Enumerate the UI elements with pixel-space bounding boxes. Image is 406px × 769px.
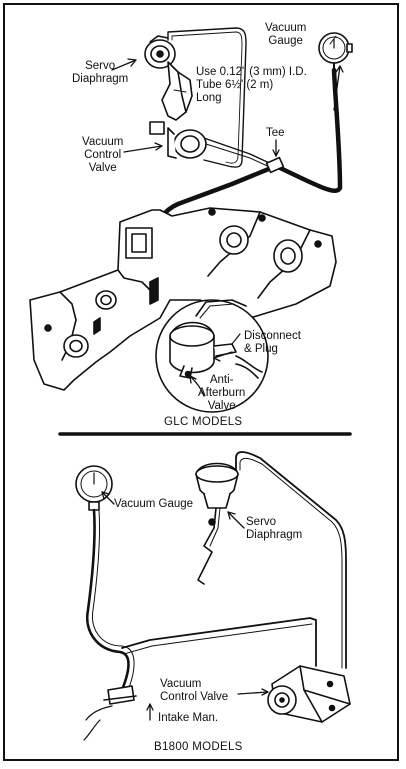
- b1800-gauge-hose: [85, 508, 130, 692]
- glc-loop-tube: [167, 27, 247, 168]
- b1800-servo-diaphragm-label: Servo Diaphragm: [246, 516, 303, 541]
- b1800-vacuum-control-valve-label: Vacuum Control Valve: [160, 678, 229, 703]
- b1800-intake-fitting: [83, 685, 137, 741]
- glc-anti-afterburn-label: Anti- Afterburn Valve: [198, 374, 246, 412]
- b1800-vacuum-gauge-label: Vacuum Gauge: [114, 498, 194, 510]
- b1800-vacuum-gauge: [75, 465, 113, 511]
- glc-tube-note: Use 0.12" (3 mm) I.D. Tube 6½' (2 m) Lon…: [196, 66, 307, 104]
- glc-caption: GLC MODELS: [164, 416, 243, 428]
- glc-tee-fitting: [265, 156, 285, 174]
- b1800-leader-lines: [101, 491, 269, 721]
- glc-servo-diaphragm: [144, 35, 176, 69]
- b1800-caption: B1800 MODELS: [154, 741, 243, 753]
- glc-vacuum-control-valve-label: Vacuum Control Valve: [82, 136, 124, 174]
- glc-tee-label: Tee: [266, 127, 285, 139]
- glc-vacuum-gauge: [318, 32, 353, 71]
- glc-linkage: [161, 61, 187, 121]
- glc-vacuum-control-valve: [149, 121, 207, 159]
- glc-intake-manifold: [29, 207, 337, 391]
- glc-disconnect-plug-label: Disconnect & Plug: [244, 330, 301, 355]
- b1800-servo-hose: [235, 451, 347, 669]
- glc-servo-diaphragm-label: Servo Diaphragm: [72, 60, 129, 85]
- b1800-vacuum-control-valve: [267, 665, 351, 723]
- glc-vacuum-gauge-label: Vacuum Gauge: [265, 22, 307, 47]
- b1800-servo-diaphragm: [195, 462, 239, 585]
- b1800-valve-hose: [121, 617, 317, 667]
- glc-leader-lines: [111, 35, 344, 397]
- b1800-intake-manifold-label: Intake Man.: [158, 712, 219, 724]
- glc-detail-inset: [155, 299, 269, 413]
